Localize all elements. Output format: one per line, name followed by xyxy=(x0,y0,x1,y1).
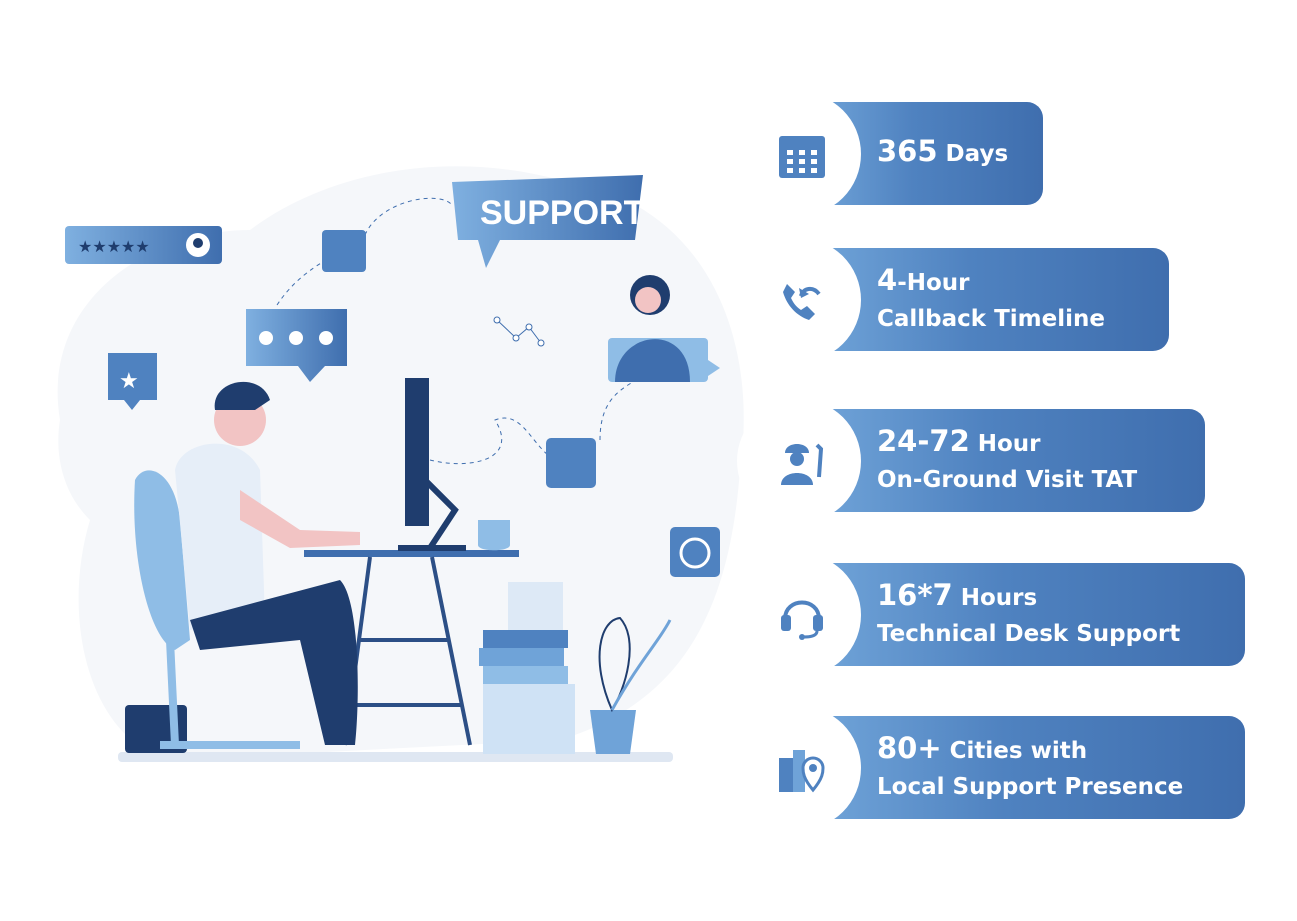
network-icon xyxy=(493,316,545,347)
desk xyxy=(304,550,519,746)
feature-card-365-days: 365 Days xyxy=(737,92,1043,216)
team-icon xyxy=(322,230,366,272)
card-value: 80+ xyxy=(877,731,942,765)
card-unit: -Hour xyxy=(897,270,970,296)
card-description: Local Support Presence xyxy=(877,774,1184,800)
card-unit: Days xyxy=(937,141,1009,167)
svg-text:★★★★★: ★★★★★ xyxy=(78,237,150,256)
microphone-icon xyxy=(546,438,596,488)
support-bubble: SUPPORT xyxy=(452,175,645,268)
alarm-clock-icon xyxy=(670,527,720,577)
headset-icon xyxy=(781,600,823,640)
coffee-cup xyxy=(478,520,510,551)
star-badge: ★ xyxy=(108,353,157,410)
technician-icon xyxy=(781,443,824,485)
file-stack xyxy=(479,582,575,754)
city-location-icon xyxy=(779,750,825,793)
card-value: 16*7 xyxy=(877,578,953,612)
card-unit: Cities with xyxy=(941,738,1088,764)
callback-phone-icon xyxy=(783,284,821,320)
card-unit: Hours xyxy=(952,585,1038,611)
computer-monitor xyxy=(398,378,466,551)
svg-text:★: ★ xyxy=(119,369,139,394)
card-value: 24-72 xyxy=(877,424,970,458)
support-agent xyxy=(125,381,360,753)
calendar-icon xyxy=(779,136,825,178)
card-unit: Hour xyxy=(969,431,1041,457)
rating-badge: ★★★★★ xyxy=(65,226,222,264)
floor xyxy=(118,752,673,762)
card-value: 365 xyxy=(877,134,938,168)
card-description: Callback Timeline xyxy=(877,306,1105,332)
potted-plant xyxy=(590,616,672,754)
chat-bubble xyxy=(246,309,347,382)
customer-support-illustration: ★★★★★ SUPPORT ★ xyxy=(65,175,720,762)
woman-on-phone xyxy=(608,275,720,382)
card-description: Technical Desk Support xyxy=(877,621,1181,647)
support-label: SUPPORT xyxy=(480,194,645,232)
card-description: On-Ground Visit TAT xyxy=(877,467,1138,493)
card-value: 4 xyxy=(877,263,898,297)
